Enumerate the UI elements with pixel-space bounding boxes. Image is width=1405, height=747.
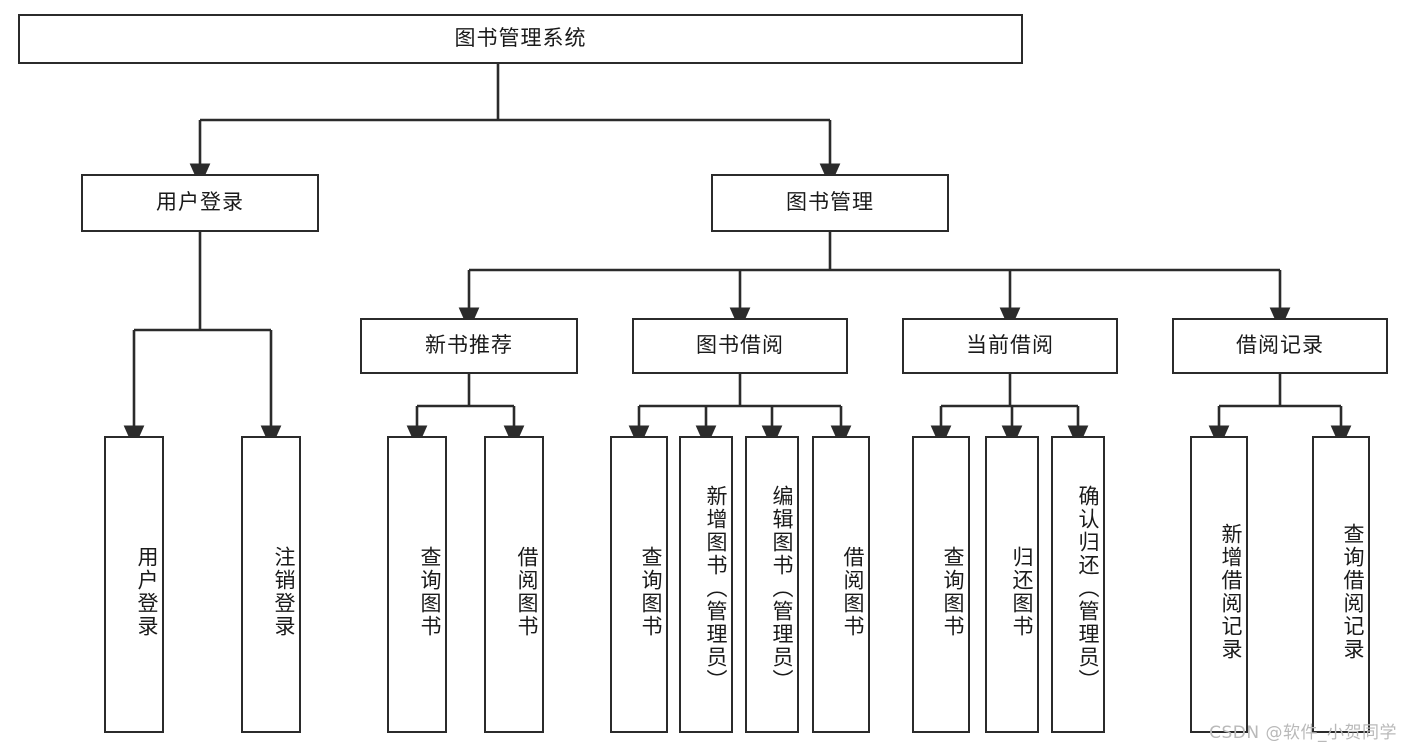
node-current-borrow[interactable]: 当前借阅 — [902, 318, 1118, 374]
leaf-edit-book[interactable]: 编辑图书（管理员） — [745, 436, 799, 733]
leaf-query-book-current[interactable]: 查询图书 — [912, 436, 970, 733]
leaf-confirm-return[interactable]: 确认归还（管理员） — [1051, 436, 1105, 733]
leaf-query-book-current-label: 查询图书 — [941, 545, 965, 638]
node-root-label: 图书管理系统 — [454, 26, 587, 51]
leaf-return-book[interactable]: 归还图书 — [985, 436, 1039, 733]
leaf-query-book-recommend[interactable]: 查询图书 — [387, 436, 447, 733]
node-book-mgmt[interactable]: 图书管理 — [711, 174, 949, 232]
leaf-add-borrow-record[interactable]: 新增借阅记录 — [1190, 436, 1248, 733]
node-user-login-label: 用户登录 — [156, 190, 244, 215]
node-book-mgmt-label: 图书管理 — [786, 190, 874, 215]
leaf-borrow-book-recommend-label: 借阅图书 — [515, 545, 539, 638]
leaf-user-login-label: 用户登录 — [135, 545, 159, 638]
leaf-query-borrow-record-label: 查询借阅记录 — [1341, 522, 1365, 661]
leaf-query-book-borrow[interactable]: 查询图书 — [610, 436, 668, 733]
leaf-borrow-book-borrow[interactable]: 借阅图书 — [812, 436, 870, 733]
node-borrow-record[interactable]: 借阅记录 — [1172, 318, 1388, 374]
leaf-query-book-borrow-label: 查询图书 — [639, 545, 663, 638]
leaf-borrow-book-borrow-label: 借阅图书 — [841, 545, 865, 638]
node-current-borrow-label: 当前借阅 — [966, 333, 1054, 358]
node-borrow-record-label: 借阅记录 — [1236, 333, 1324, 358]
node-root[interactable]: 图书管理系统 — [18, 14, 1023, 64]
leaf-logout[interactable]: 注销登录 — [241, 436, 301, 733]
leaf-edit-book-label: 编辑图书（管理员） — [770, 485, 794, 692]
leaf-add-borrow-record-label: 新增借阅记录 — [1219, 522, 1243, 661]
leaf-user-login[interactable]: 用户登录 — [104, 436, 164, 733]
node-book-borrow-label: 图书借阅 — [696, 333, 784, 358]
leaf-query-book-recommend-label: 查询图书 — [418, 545, 442, 638]
node-user-login[interactable]: 用户登录 — [81, 174, 319, 232]
node-new-book-rec-label: 新书推荐 — [425, 333, 513, 358]
leaf-confirm-return-label: 确认归还（管理员） — [1076, 485, 1100, 692]
node-book-borrow[interactable]: 图书借阅 — [632, 318, 848, 374]
leaf-borrow-book-recommend[interactable]: 借阅图书 — [484, 436, 544, 733]
node-new-book-rec[interactable]: 新书推荐 — [360, 318, 578, 374]
leaf-add-book[interactable]: 新增图书（管理员） — [679, 436, 733, 733]
leaf-query-borrow-record[interactable]: 查询借阅记录 — [1312, 436, 1370, 733]
leaf-logout-label: 注销登录 — [272, 545, 296, 638]
leaf-add-book-label: 新增图书（管理员） — [704, 485, 728, 692]
leaf-return-book-label: 归还图书 — [1010, 545, 1034, 638]
csdn-watermark: CSDN @软件_小贺同学 — [1209, 723, 1397, 743]
